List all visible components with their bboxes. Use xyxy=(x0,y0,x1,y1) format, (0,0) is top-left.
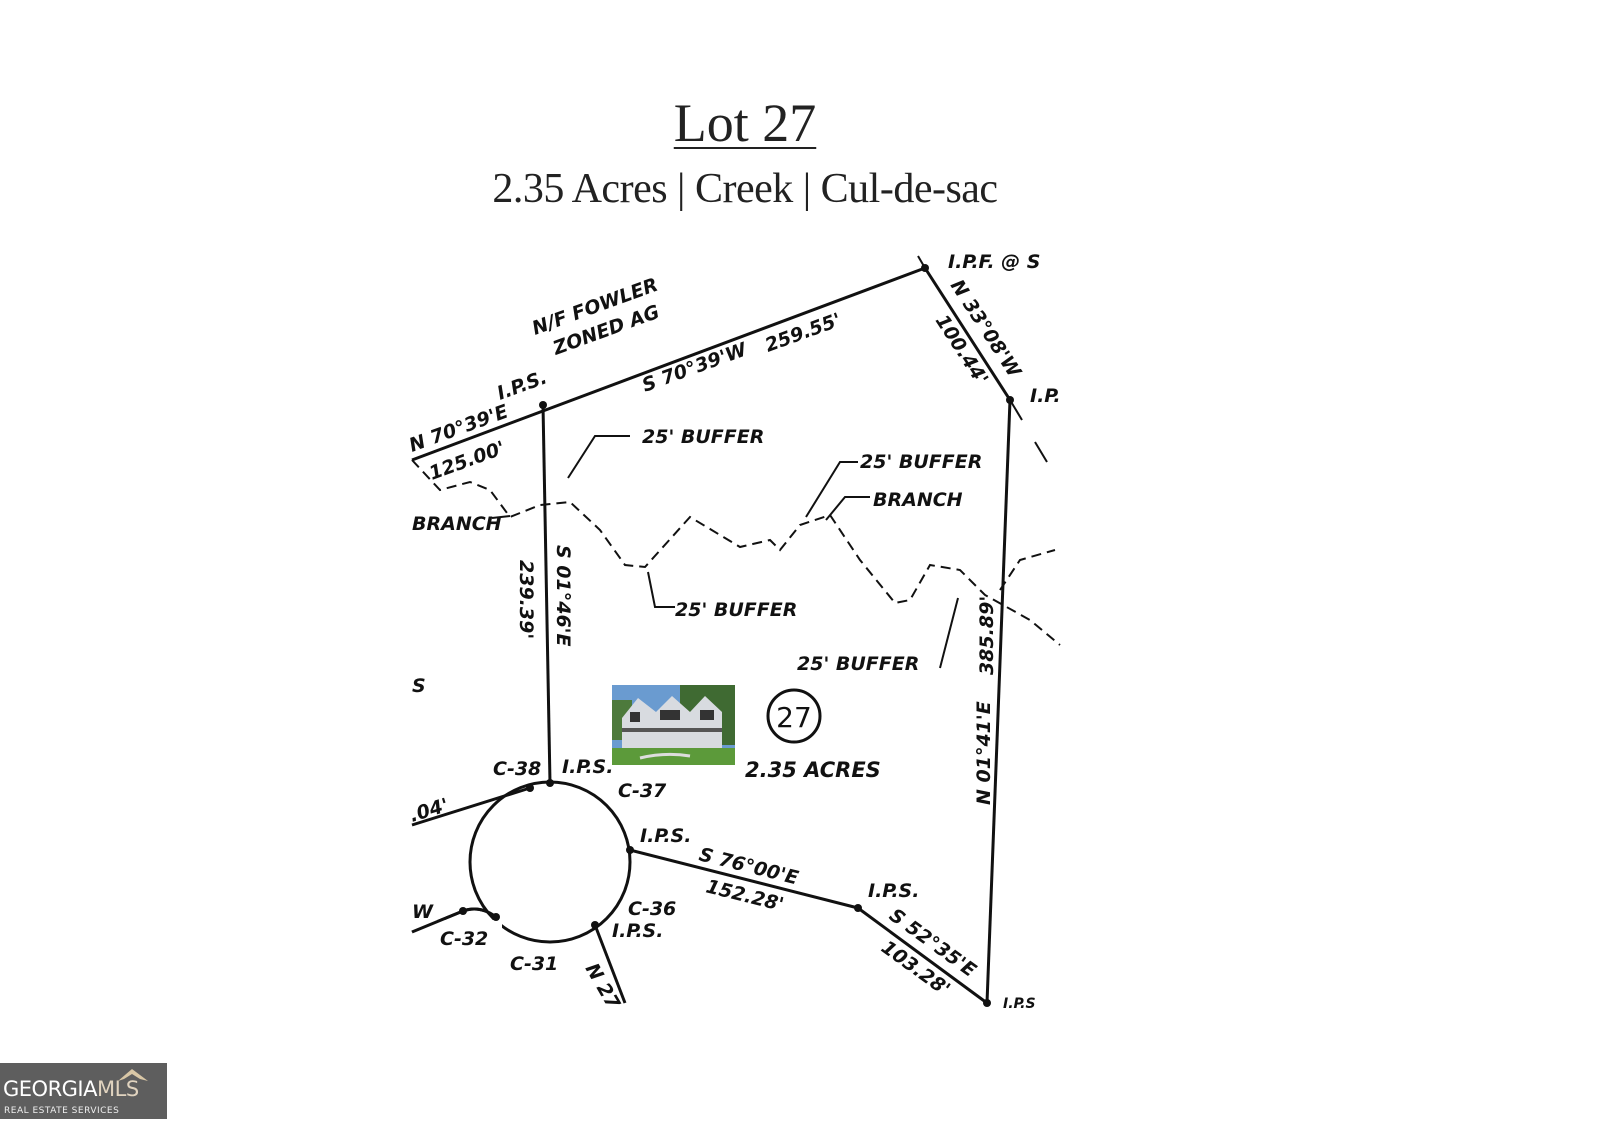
east-boundary xyxy=(985,399,1012,1004)
c37-label: C-37 xyxy=(618,780,667,802)
e-corner-label: I.P. xyxy=(1030,385,1061,407)
creek-branch-line xyxy=(411,459,1061,646)
c32-label: C-32 xyxy=(440,928,488,950)
east-bearing: N 01°41'E xyxy=(973,701,995,805)
buffer-label-1: 25' BUFFER xyxy=(642,426,764,448)
buffer-label-2: 25' BUFFER xyxy=(860,451,982,473)
ne-corner-label: I.P.F. @ S xyxy=(948,251,1040,273)
svg-text:27: 27 xyxy=(776,701,812,734)
roof-icon xyxy=(118,1069,148,1081)
ips-cul-right: I.P.S. xyxy=(640,825,691,847)
south-boundary-1 xyxy=(629,848,859,910)
c36-label: C-36 xyxy=(628,898,676,920)
buffer-label-3: 25' BUFFER xyxy=(675,599,797,621)
w-partial: W xyxy=(412,901,434,923)
lot-number-badge: 27 xyxy=(766,688,822,744)
leader-arrows xyxy=(491,435,959,669)
iron-pins xyxy=(459,264,1014,1007)
logo-tagline: REAL ESTATE SERVICES xyxy=(4,1106,120,1116)
north-boundary xyxy=(411,266,926,462)
west-bearing: S 01°46'E xyxy=(552,545,574,646)
page-title: Lot 27 xyxy=(673,93,817,153)
south-boundary-2 xyxy=(857,906,988,1005)
w-distance-partial: .04' xyxy=(407,794,451,827)
ips-bottom: I.P.S xyxy=(1003,996,1036,1012)
northeast-boundary xyxy=(923,267,1012,401)
west-boundary xyxy=(541,404,552,784)
west-distance: 239.39' xyxy=(515,560,537,639)
house-photo xyxy=(612,685,735,765)
nw-ips-label: I.P.S. xyxy=(494,366,550,404)
ips-se: I.P.S. xyxy=(868,880,919,902)
c31-label: C-31 xyxy=(510,953,558,975)
east-distance: 385.89' xyxy=(976,596,998,675)
top-distance: 259.55' xyxy=(762,309,844,357)
page-subtitle: 2.35 Acres | Creek | Cul-de-sac xyxy=(492,166,998,212)
buffer-label-4: 25' BUFFER xyxy=(797,653,919,675)
c38-label: C-38 xyxy=(493,758,541,780)
branch-label-right: BRANCH xyxy=(873,489,963,511)
logo-brand-a: GEORGIA xyxy=(3,1077,98,1101)
lot-area: 2.35 ACRES xyxy=(745,758,881,782)
branch-label-left: BRANCH xyxy=(412,513,502,535)
ips-cul-top: I.P.S. xyxy=(562,756,613,778)
ips-cul-bottom: I.P.S. xyxy=(612,920,663,942)
partial-s-label: S xyxy=(412,675,426,697)
georgia-mls-logo: GEORGIAMLS REAL ESTATE SERVICES xyxy=(0,1063,167,1119)
logo-brand-b: MLS xyxy=(97,1077,139,1101)
